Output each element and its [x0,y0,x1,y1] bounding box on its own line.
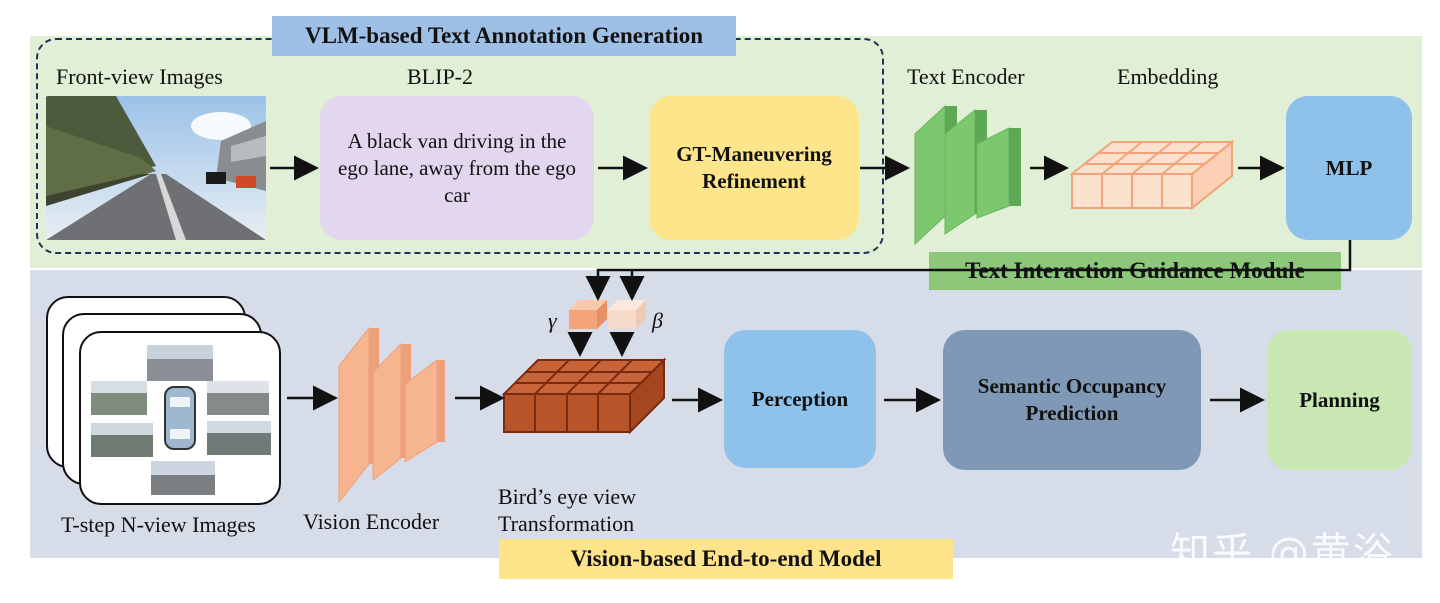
planning-box: Planning [1267,330,1412,470]
bev-label-line1: Bird’s eye view [498,484,637,509]
tstep-nview-label: T-step N-view Images [61,512,256,537]
gamma-label: γ [548,308,557,333]
mlp-box: MLP [1286,96,1412,240]
end-to-end-model-title: Vision-based End-to-end Model [499,539,953,579]
blip2-label: BLIP-2 [407,64,473,89]
gamma-block [569,300,609,330]
embedding-label: Embedding [1117,64,1219,89]
front-view-label: Front-view Images [56,64,223,89]
occupancy-prediction-box: Semantic Occupancy Prediction [943,330,1201,470]
beta-label: β [652,308,663,333]
arrow-mlp-to-gamma [585,240,1352,301]
caption-box: A black van driving in the ego lane, awa… [320,96,594,240]
gt-refinement-box: GT-Maneuvering Refinement [649,96,859,240]
vision-encoder-label: Vision Encoder [303,509,440,534]
beta-block [608,300,648,330]
front-view-image [46,96,266,240]
watermark: 知乎 @黄浴 [1170,530,1395,576]
view-stack-front [79,331,281,505]
vision-encoder-blocks [338,326,445,504]
embedding-grid [1069,139,1235,211]
bev-feature-grid [501,357,667,435]
text-encoder-label: Text Encoder [907,64,1025,89]
bev-label-line2: Transformation [498,511,635,536]
text-encoder-blocks [914,104,1021,246]
vlm-annotation-title: VLM-based Text Annotation Generation [272,16,736,56]
perception-box: Perception [724,330,876,468]
